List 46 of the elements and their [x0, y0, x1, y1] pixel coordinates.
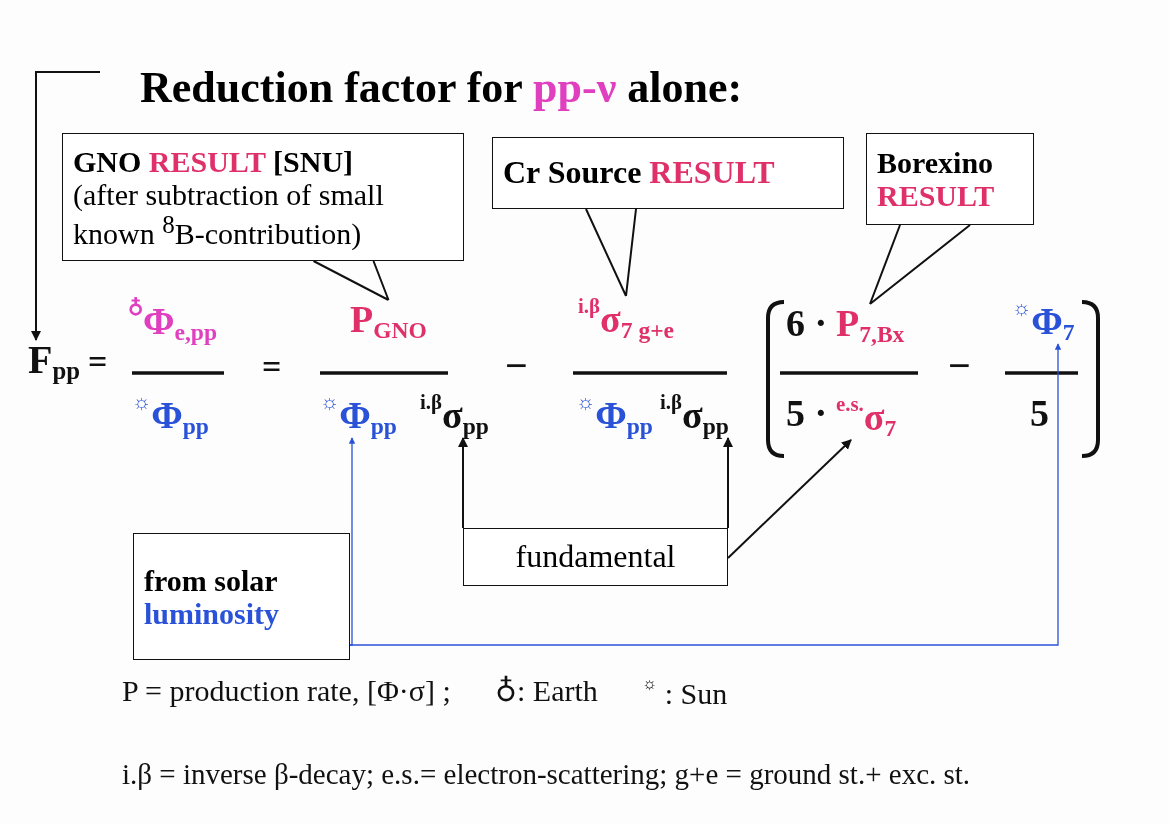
definition-text: P = production rate, [Φ·σ] ; — [122, 676, 451, 706]
definition-text: ♁: Earth — [495, 676, 598, 706]
definition-text: i.β = inverse β-decay; e.s.= electron-scattering; g+e = ground st.+ exc. st. — [122, 760, 971, 789]
box-heading: Borexino — [877, 146, 995, 179]
box-heading: from solar — [144, 563, 279, 597]
math-term: $^{☼}$Φ$_{7}$ — [1012, 298, 1075, 345]
title: Reduction factor for pp-ν alone: — [140, 62, 743, 113]
math-term: $^{e.s.}$σ$_{7}$ — [836, 394, 897, 441]
arrow — [31, 71, 101, 341]
math-term: P$_{GNO}$ — [350, 300, 427, 343]
math-term: 6 · — [786, 304, 828, 342]
callout-tail — [869, 224, 971, 305]
arrow — [727, 439, 852, 559]
math-term: 5 · — [786, 394, 828, 432]
callout-tail — [312, 260, 390, 301]
math-term: $^{♁}$Φ$_{e,pp}$ — [128, 298, 218, 345]
box-text: RESULT — [877, 179, 996, 212]
callout-box — [62, 133, 464, 261]
math-term: $^{i.β}$σ$_{pp}$ — [660, 392, 729, 439]
equals-sign: = — [88, 345, 108, 379]
arrow — [458, 437, 468, 529]
math-term: 5 — [1030, 394, 1049, 432]
math-term: $^{i.β}$σ$_{pp}$ — [420, 392, 489, 439]
minus-sign: − — [505, 346, 528, 386]
math-term: F$_{pp}$ — [28, 340, 81, 384]
box-heading: GNO RESULT [SNU] — [73, 144, 355, 178]
math-term: P$_{7,Bx}$ — [836, 304, 905, 347]
box-text: fundamental — [515, 539, 676, 575]
math-term: $^{☼}$Φ$_{pp}$ — [576, 392, 653, 439]
box-text: luminosity — [144, 596, 281, 630]
definition-text: $^{☼}$ : Sun — [642, 676, 728, 709]
callout-box — [866, 133, 1034, 225]
arrow — [723, 437, 733, 529]
callout-tail — [585, 208, 637, 297]
arrow — [349, 343, 1062, 646]
equals-sign: = — [262, 350, 282, 384]
math-term: $^{☼}$Φ$_{pp}$ — [132, 392, 209, 439]
box-text: (after subtraction of small known $^{8}$B-contribution) — [73, 177, 385, 250]
arrow — [348, 437, 356, 646]
callout-box — [492, 137, 844, 209]
math-term: $^{i.β}$σ$_{7 g+e}$ — [578, 296, 675, 343]
box-text: Cr Source RESULT — [503, 155, 776, 191]
note-box — [463, 528, 728, 586]
math-term: $^{☼}$Φ$_{pp}$ — [320, 392, 397, 439]
note-box — [133, 533, 350, 660]
minus-sign: − — [948, 346, 971, 386]
